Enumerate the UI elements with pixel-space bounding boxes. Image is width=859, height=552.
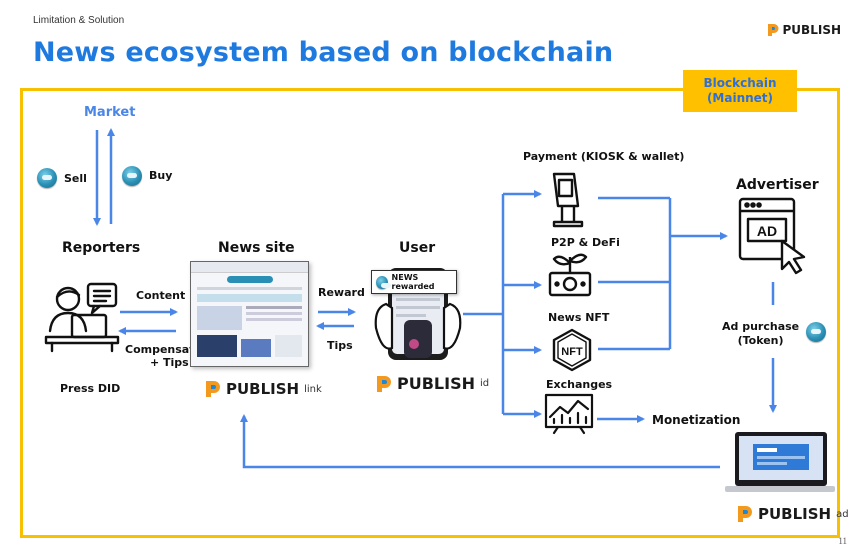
monetization-label: Monetization [652,413,741,427]
news-rewarded-notification: NEWS rewarded [371,270,457,294]
publish-ad-logo: PUBLISH ad [737,505,849,523]
brand-logo: PUBLISH [767,23,841,37]
user-label: User [399,240,436,256]
channel-label-p2p: P2P & DeFi [551,236,620,249]
buy-label: Buy [149,169,173,182]
blockchain-frame [20,88,840,538]
publish-logo-icon [377,375,391,392]
tips-flow-label: Tips [327,339,353,352]
publish-logo-icon [767,24,779,36]
channel-label-payment: Payment (KIOSK & wallet) [523,150,685,163]
blockchain-tag: Blockchain (Mainnet) [683,70,797,112]
token-coin-icon [37,168,57,188]
publish-link-logo: PUBLISH link [205,380,322,398]
content-flow-label: Content [136,289,186,302]
market-label: Market [84,105,136,120]
token-coin-icon [806,322,826,342]
channel-label-exchanges: Exchanges [546,378,613,391]
svg-text:NFT: NFT [561,346,583,358]
publish-logo-icon [738,506,752,522]
reporter-icon [44,282,120,353]
brand-text: PUBLISH [782,23,841,37]
news-site-label: News site [218,240,295,256]
kiosk-icon [552,172,584,228]
section-label: Limitation & Solution [33,15,125,26]
nft-icon: NFT [552,328,592,372]
page-title: News ecosystem based on blockchain [33,37,614,68]
ad-text: AD [757,223,777,239]
advertiser-ad-icon: AD [738,197,806,275]
channel-label-nft: News NFT [548,311,610,324]
press-did-label: Press DID [60,382,121,395]
page-number: 11 [838,536,847,546]
ad-purchase-label: Ad purchase (Token) [722,320,800,347]
token-coin-icon [376,275,391,289]
publish-ad-laptop-icon [725,432,835,492]
blockchain-tag-line1: Blockchain [703,76,777,90]
reward-flow-label: Reward [318,286,365,299]
publish-logo-icon [206,381,220,397]
news-site-screenshot [190,261,309,367]
token-coin-icon [122,166,142,186]
advertiser-label: Advertiser [736,177,819,193]
blockchain-tag-line2: (Mainnet) [706,91,774,105]
chart-board-icon [544,393,594,435]
publish-id-logo: PUBLISH id [376,374,489,393]
reporters-label: Reporters [62,240,141,256]
money-plant-icon [548,253,592,297]
sell-label: Sell [64,172,87,185]
